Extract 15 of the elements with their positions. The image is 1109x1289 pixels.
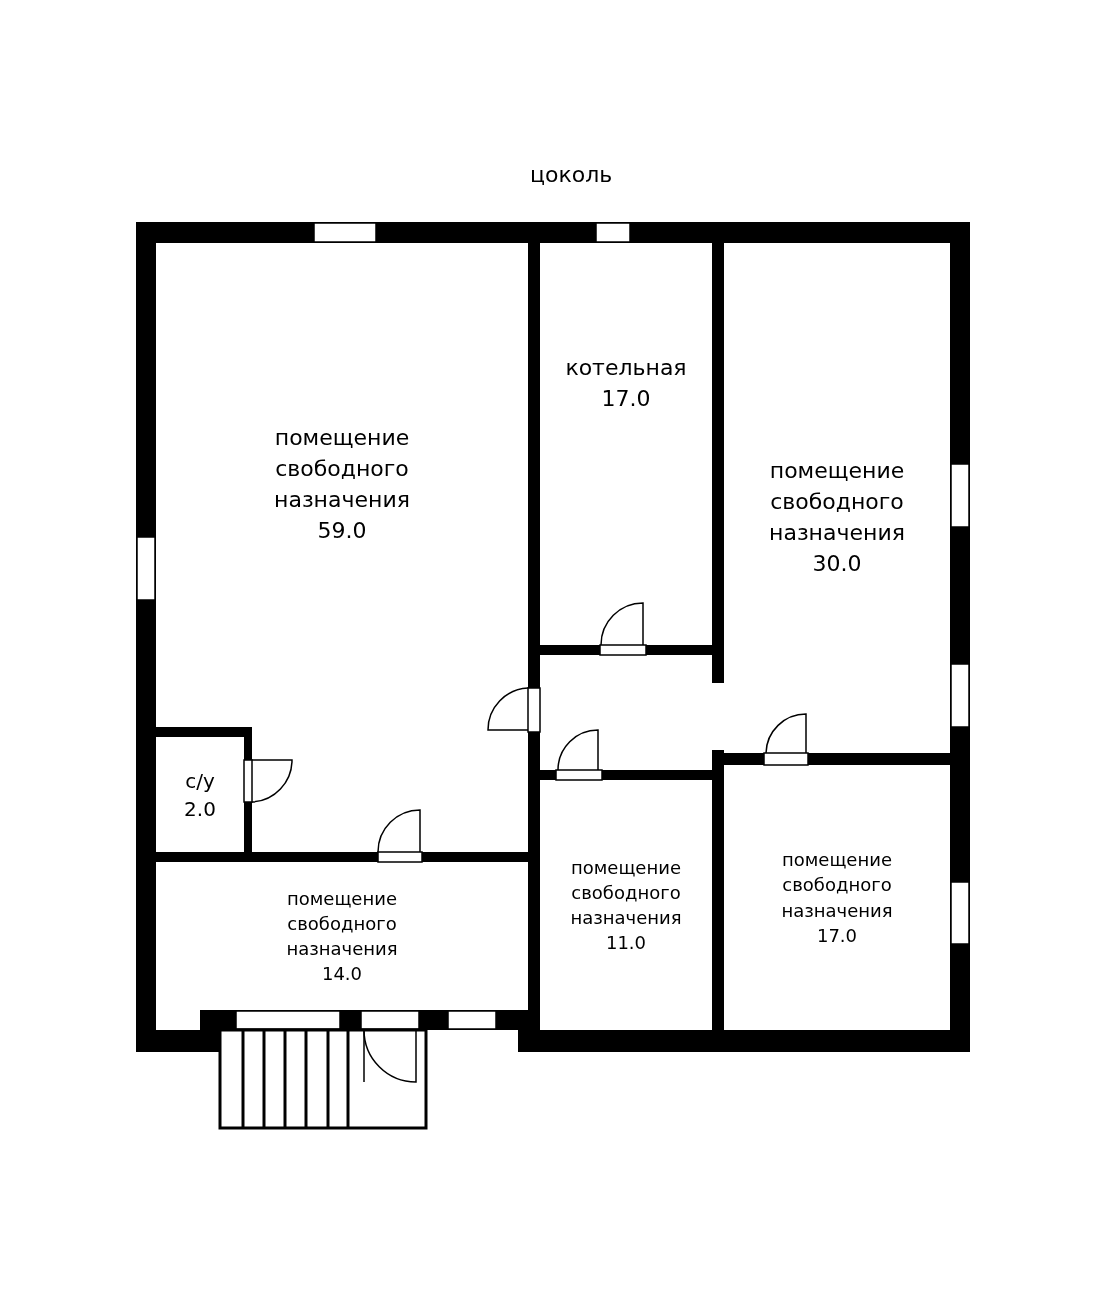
room-area: 14.0	[257, 961, 427, 987]
room-name: помещение свободного назначения	[273, 424, 411, 514]
room-area: 59.0	[257, 515, 427, 547]
plan-title: цоколь	[530, 162, 613, 187]
room-name: с/у	[184, 767, 216, 795]
room-area: 11.0	[546, 930, 706, 956]
room-name: котельная	[564, 354, 688, 383]
room-name: помещение свободного назначения	[285, 886, 399, 961]
room-area: 17.0	[752, 922, 922, 948]
room-area: 17.0	[546, 384, 706, 415]
room-area: 2.0	[160, 794, 240, 823]
room-area: 30.0	[747, 548, 927, 580]
room-name: помещение свободного назначения	[768, 457, 906, 547]
room-name: помещение свободного назначения	[569, 855, 683, 930]
room-name: помещение свободного назначения	[780, 848, 894, 923]
